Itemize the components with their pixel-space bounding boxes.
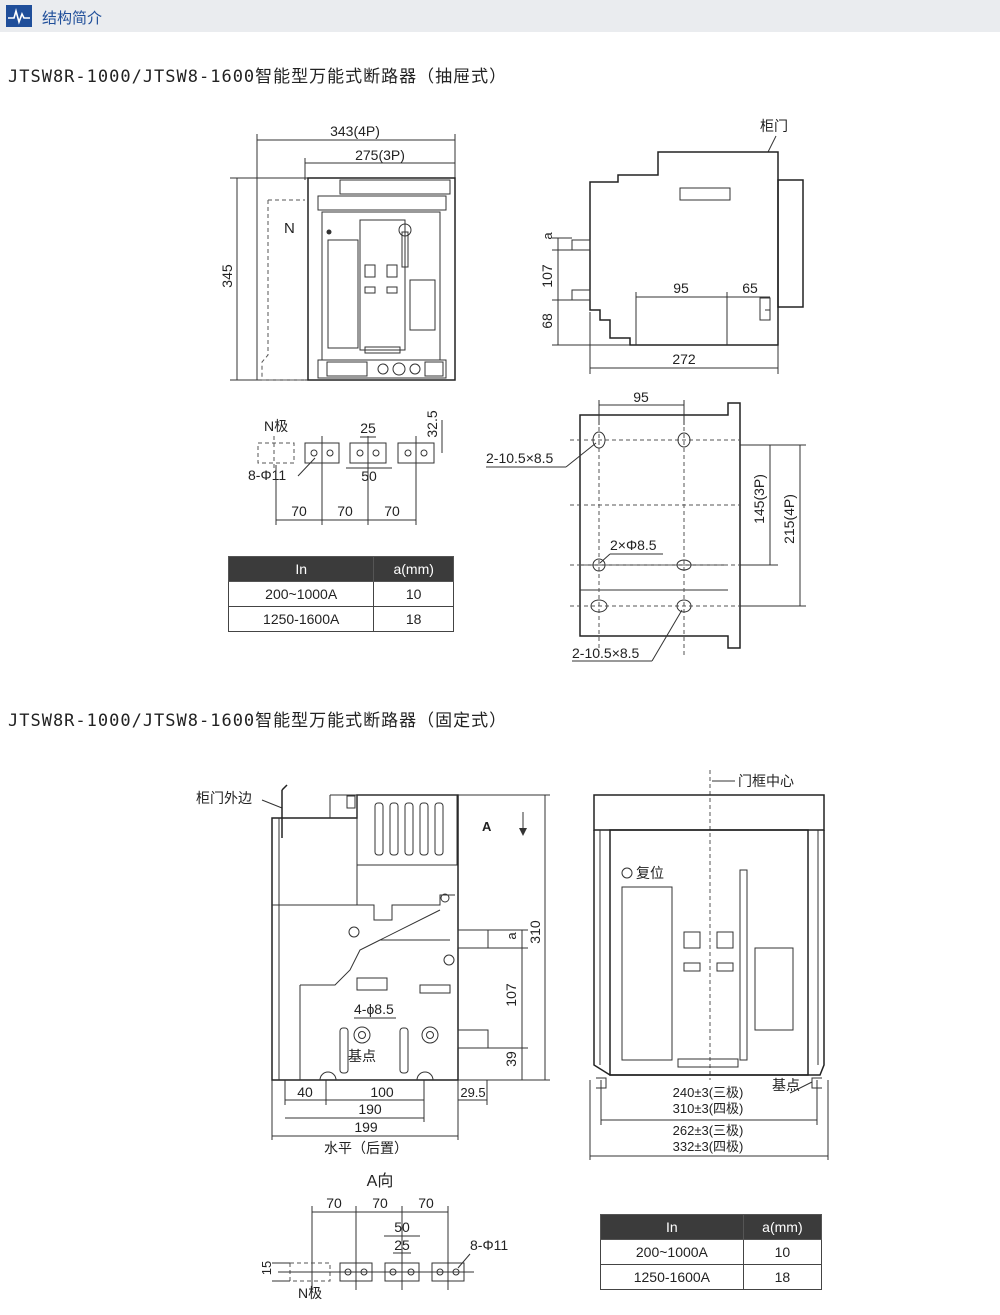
table-cell: 200~1000A [600, 1239, 744, 1265]
dim-25: 25 [360, 420, 376, 436]
base-point-label: 基点 [348, 1048, 376, 1064]
table-cell: 200~1000A [227, 581, 375, 607]
table-cell: 1250-1600A [227, 606, 375, 632]
dim-145-3p: 145(3P) [751, 474, 767, 524]
hole-mid-label: 2×Φ8.5 [610, 537, 657, 553]
drawout-side-view: 柜门 a 107 68 95 65 272 [539, 118, 804, 374]
view-a-n-pole: N极 [298, 1285, 322, 1301]
table-cell: 10 [373, 581, 454, 607]
table-header-in: In [227, 556, 375, 582]
width-240: 240±3(三极) [673, 1085, 744, 1100]
view-a-dim-50: 50 [394, 1219, 410, 1235]
dim-310: 310 [527, 920, 543, 944]
table-row: 200~1000A 10 [600, 1239, 823, 1265]
plate-dim-95: 95 [633, 389, 649, 405]
dim-100: 100 [370, 1084, 394, 1100]
table-header-a: a(mm) [373, 556, 454, 582]
slot-top-label: 2-10.5×8.5 [486, 450, 554, 466]
table-row: 1250-1600A 18 [227, 606, 454, 632]
dim-3p: 275(3P) [355, 147, 405, 163]
dim-199: 199 [354, 1119, 378, 1135]
dim-40: 40 [297, 1084, 313, 1100]
dim-70-c: 70 [384, 503, 400, 519]
drawout-front-view: 343(4P) 275(3P) 345 N [219, 123, 456, 381]
holes-label: 8-Φ11 [248, 467, 286, 483]
dim-39: 39 [503, 1051, 519, 1067]
cabinet-door-label: 柜门 [760, 118, 788, 134]
dim-65: 65 [742, 280, 758, 296]
view-a-terminal-layout: A向 70 70 70 50 25 8-Φ11 15 N极 [259, 1172, 508, 1301]
view-a-holes-label: 8-Φ11 [470, 1237, 508, 1253]
table-cell: 18 [373, 606, 454, 632]
dim-70-a: 70 [291, 503, 307, 519]
dim-107: 107 [539, 264, 555, 288]
dim-190: 190 [358, 1101, 382, 1117]
view-a-dim-25: 25 [394, 1237, 410, 1253]
dim-70-b: 70 [337, 503, 353, 519]
dim-272: 272 [672, 351, 696, 367]
drawout-mounting-plate: 95 2-10.5×8.5 2×Φ8.5 2-10.5×8.5 145(3P) … [486, 389, 806, 662]
section1-title: JTSW8R-1000/JTSW8-1600智能型万能式断路器（抽屉式） [8, 67, 508, 87]
view-a-dim-70-c: 70 [418, 1195, 434, 1211]
fixed-front-view: 门框中心 复位 基点 240±3(三极) 310±3(四极) 262±3(三极)… [589, 770, 829, 1160]
side-caption: 水平（后置） [324, 1140, 408, 1156]
holes-4-label: 4-ϕ8.5 [354, 1001, 394, 1017]
dim-50: 50 [361, 468, 377, 484]
slot-bottom-label: 2-10.5×8.5 [572, 645, 640, 661]
arrow-a-label: A [482, 819, 492, 834]
view-a-title: A向 [367, 1172, 394, 1190]
width-262: 262±3(三极) [673, 1123, 744, 1138]
dim-height: 345 [219, 264, 235, 288]
width-310: 310±3(四极) [673, 1101, 744, 1116]
n-pole-text: N极 [264, 418, 288, 434]
table-header-a: a(mm) [742, 1214, 823, 1240]
spec-table-fixed: In a(mm) 200~1000A 10 1250-1600A 18 [600, 1214, 823, 1290]
dim-4p: 343(4P) [330, 123, 380, 139]
dim-95: 95 [673, 280, 689, 296]
table-row: 1250-1600A 18 [600, 1264, 823, 1290]
dim-215-4p: 215(4P) [781, 494, 797, 544]
spec-table-drawout: In a(mm) 200~1000A 10 1250-1600A 18 [227, 556, 454, 632]
view-a-dim-70-a: 70 [326, 1195, 342, 1211]
reset-label: 复位 [636, 865, 664, 881]
table-row: 200~1000A 10 [227, 581, 454, 607]
dim-29-5: 29.5 [460, 1085, 485, 1100]
fixed-side-view: 柜门外边 4-ϕ8.5 基点 A [196, 784, 550, 1156]
section2-title: JTSW8R-1000/JTSW8-1600智能型万能式断路器（固定式） [8, 711, 508, 731]
dim-a-fixed: a [504, 932, 519, 940]
dim-107-fixed: 107 [503, 983, 519, 1007]
section-header-bar: 结构简介 [0, 0, 1000, 32]
front-base-label: 基点 [772, 1077, 800, 1093]
view-a-dim-15: 15 [259, 1261, 274, 1275]
table-cell: 1250-1600A [600, 1264, 744, 1290]
view-a-dim-70-b: 70 [372, 1195, 388, 1211]
width-332: 332±3(四极) [673, 1139, 744, 1154]
waveform-icon [6, 5, 32, 27]
door-edge-label: 柜门外边 [196, 790, 252, 806]
dim-a: a [540, 232, 555, 240]
frame-center-label: 门框中心 [738, 773, 794, 789]
header-title: 结构简介 [42, 10, 103, 27]
dim-32-5: 32.5 [424, 410, 440, 437]
table-cell: 10 [742, 1239, 823, 1265]
table-header-in: In [600, 1214, 744, 1240]
table-cell: 18 [742, 1264, 823, 1290]
dim-68: 68 [539, 313, 555, 329]
drawout-terminal-layout: N极 25 32.5 8-Φ11 50 70 70 70 [248, 410, 443, 525]
n-pole-label: N [284, 220, 295, 237]
